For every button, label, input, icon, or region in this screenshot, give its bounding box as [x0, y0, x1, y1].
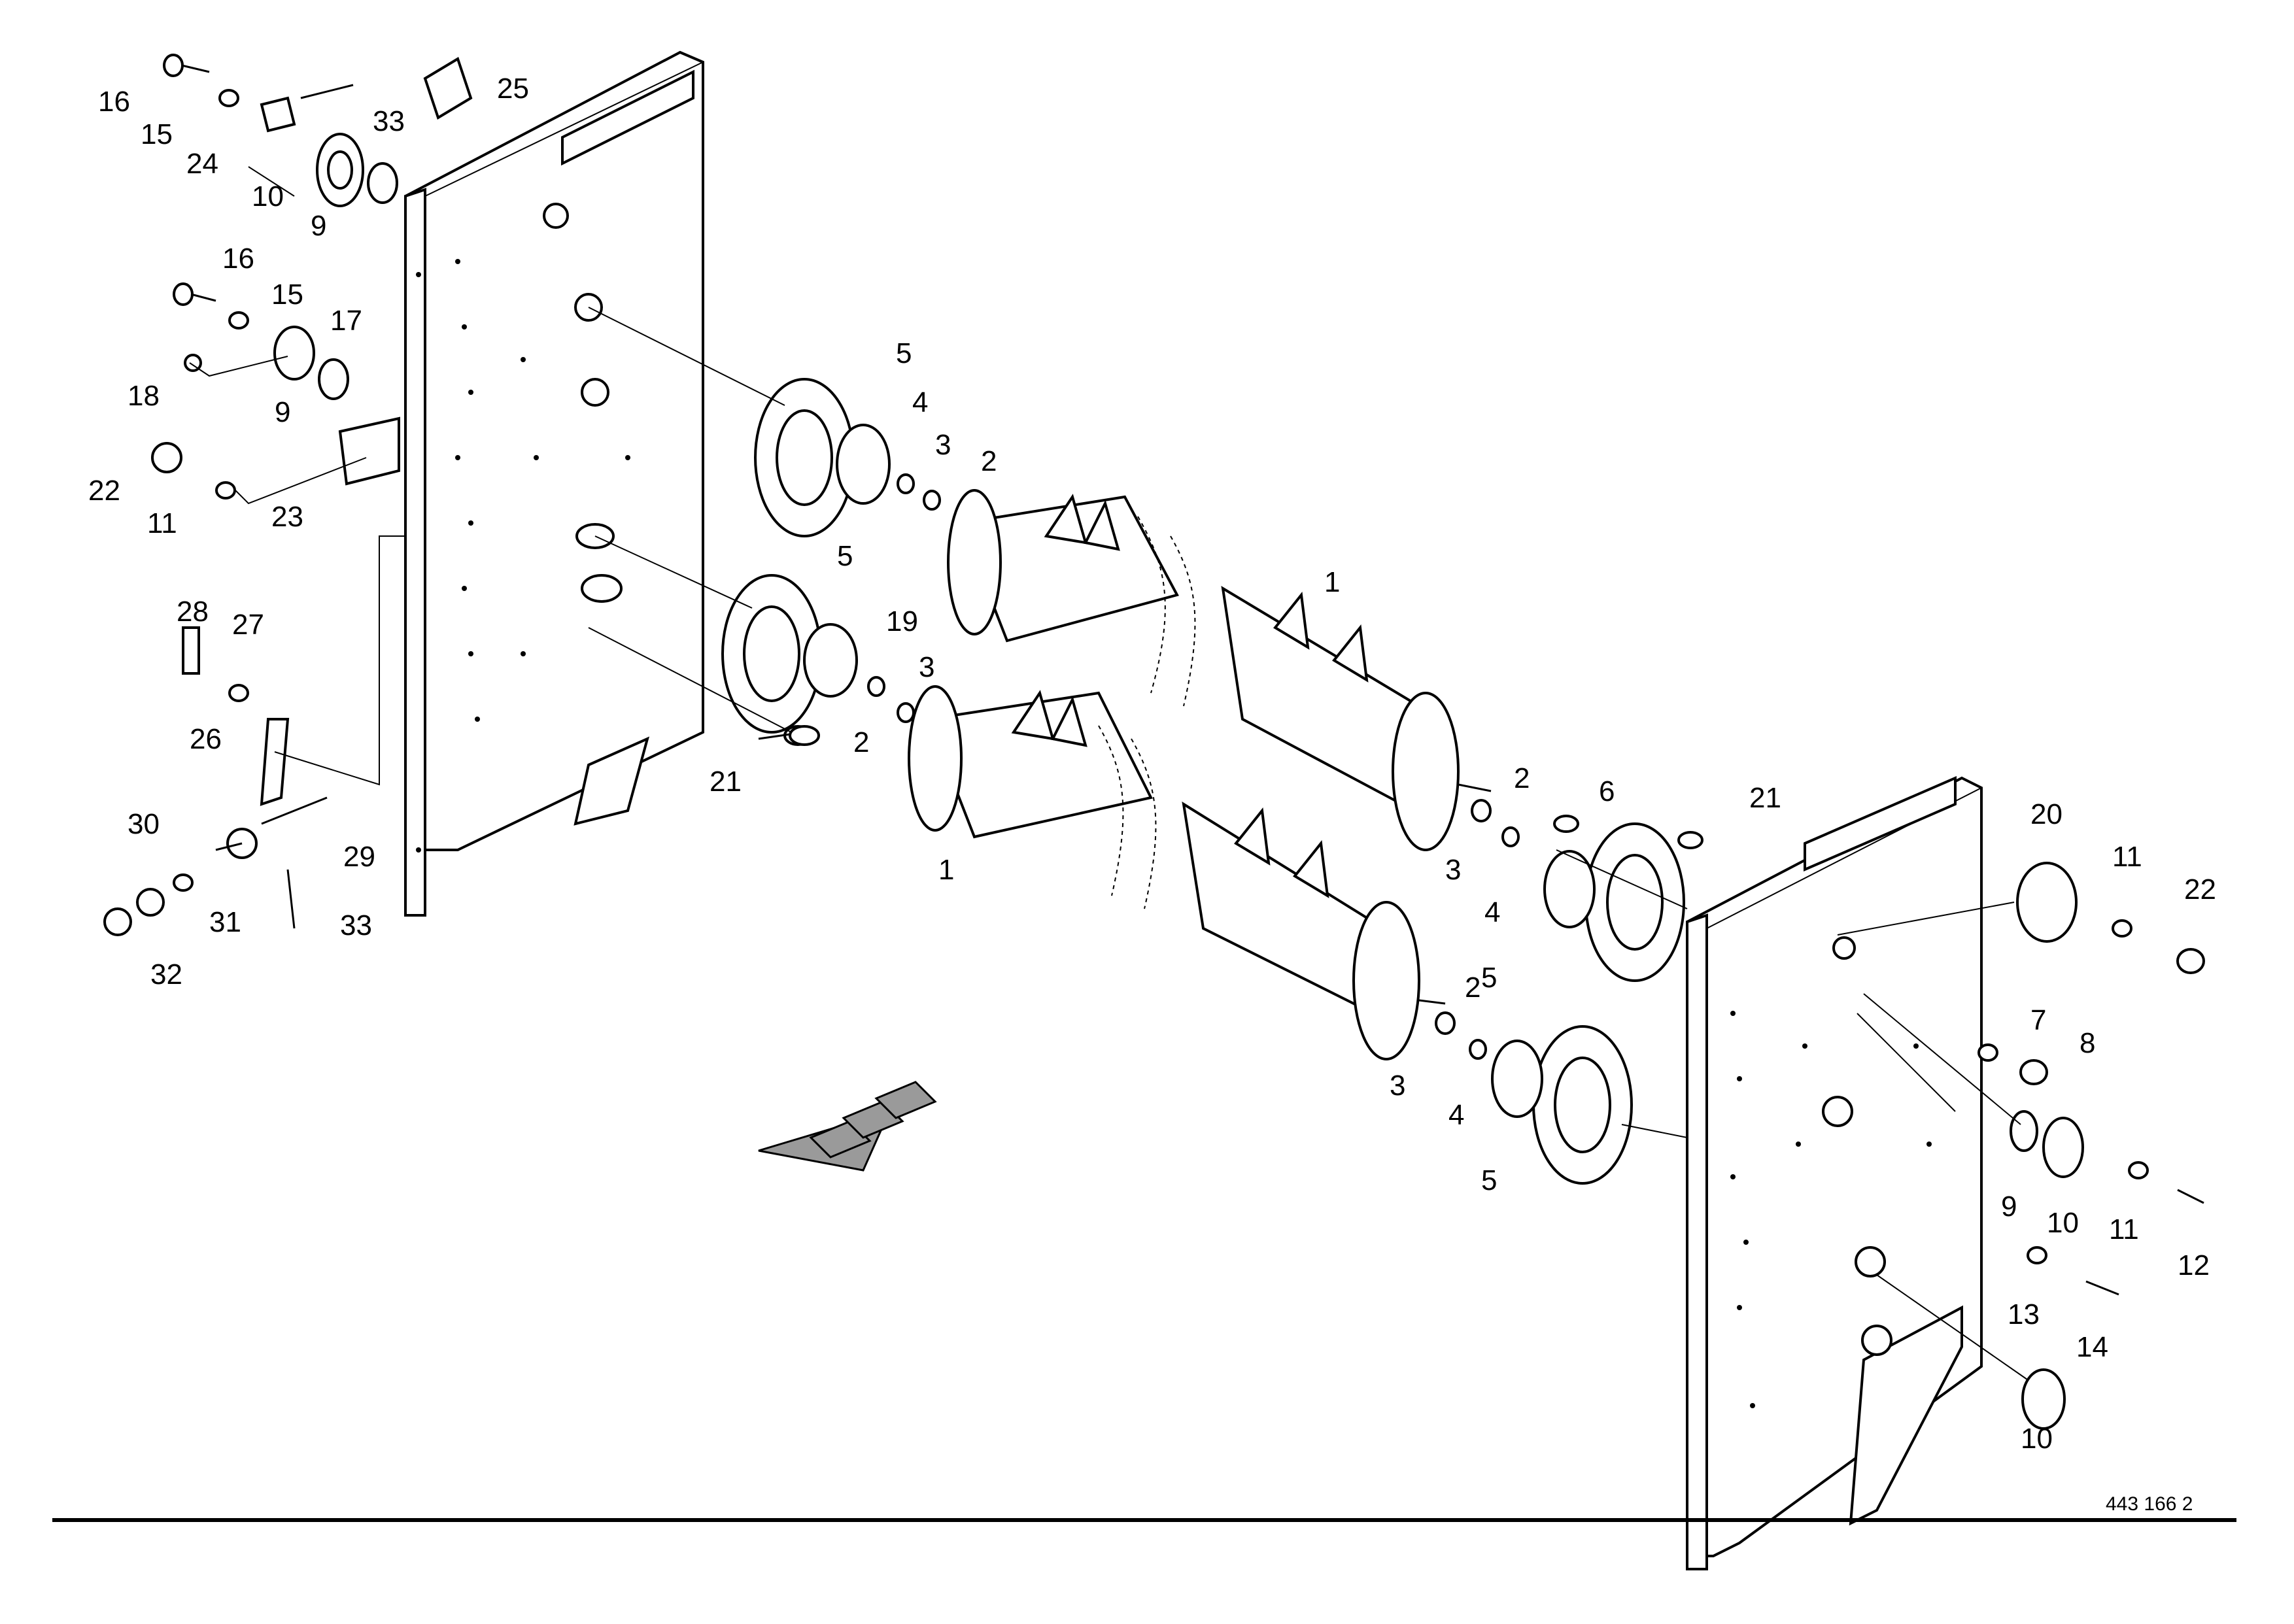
callout: 32	[150, 958, 182, 990]
callout: 11	[2109, 1213, 2139, 1245]
callout-labels: 16 15 33 25 24 10 9 16 15 17 18 9 22 11 …	[88, 73, 2216, 1455]
document-number: 443 166 2	[2106, 1493, 2193, 1515]
callout: 17	[330, 305, 362, 337]
right-hardware-cluster	[1977, 862, 2205, 1430]
callout: 11	[2112, 841, 2142, 873]
callout: 28	[177, 596, 209, 628]
callout: 6	[1599, 775, 1615, 807]
callout: 16	[98, 86, 130, 118]
callout: 4	[912, 386, 928, 418]
callout: 5	[1481, 962, 1497, 994]
leader-lines	[189, 166, 2028, 1380]
callout: 19	[886, 605, 918, 637]
callout: 21	[1749, 782, 1781, 814]
callout: 20	[2030, 798, 2063, 830]
callout: 15	[271, 279, 303, 311]
callout: 5	[1481, 1164, 1497, 1196]
callout: 13	[2008, 1298, 2040, 1330]
callout: 3	[1390, 1070, 1405, 1102]
callout: 29	[343, 841, 375, 873]
callout: 15	[141, 118, 173, 150]
callout: 5	[837, 540, 853, 572]
callout: 1	[938, 854, 954, 886]
callout: 5	[896, 337, 912, 369]
upper-roller	[947, 489, 1492, 851]
callout: 2	[853, 726, 869, 758]
callout: 8	[2080, 1027, 2095, 1059]
callout: 25	[497, 73, 529, 105]
callout: 10	[2047, 1207, 2079, 1239]
callout: 3	[919, 651, 934, 683]
callout: 27	[232, 609, 264, 641]
callout: 24	[186, 148, 218, 180]
callout: 30	[128, 808, 160, 840]
callout: 7	[2030, 1004, 2046, 1036]
callout: 23	[271, 501, 303, 533]
bearing-components	[721, 378, 1703, 1185]
callout: 2	[1465, 972, 1481, 1004]
callout: 31	[209, 906, 241, 938]
callout: 11	[147, 507, 177, 539]
callout: 1	[1324, 566, 1340, 598]
callout: 2	[1514, 762, 1530, 794]
callout: 4	[1484, 896, 1500, 928]
callout: 22	[2184, 873, 2216, 905]
left-hardware-cluster	[103, 54, 820, 936]
lower-roller	[908, 685, 1446, 1060]
callout: 33	[340, 909, 372, 941]
callout: 22	[88, 475, 120, 507]
callout: 26	[190, 723, 222, 755]
callout: 9	[275, 396, 290, 428]
callout: 21	[710, 766, 742, 798]
direction-arrow	[758, 1081, 937, 1172]
callout: 3	[1445, 854, 1461, 886]
callout: 4	[1448, 1099, 1464, 1131]
callout: 14	[2076, 1331, 2108, 1363]
callout: 10	[252, 180, 284, 212]
callout: 9	[2001, 1191, 2017, 1223]
callout: 3	[935, 429, 951, 461]
callout: 16	[222, 243, 254, 275]
callout: 18	[128, 380, 160, 412]
right-side-panel	[1686, 775, 1983, 1570]
left-side-panel	[404, 50, 704, 917]
callout: 12	[2178, 1249, 2210, 1281]
callout: 10	[2021, 1423, 2053, 1455]
callout: 33	[373, 105, 405, 137]
callout: 9	[311, 210, 326, 242]
callout: 2	[981, 445, 997, 477]
